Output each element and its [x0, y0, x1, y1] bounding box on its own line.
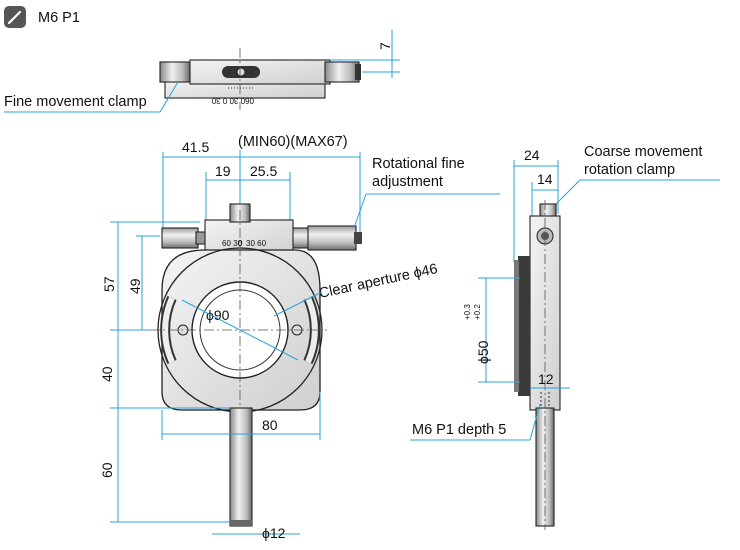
post	[229, 407, 253, 527]
top-view-right-knob	[324, 61, 360, 83]
top-view-left-knob	[159, 61, 191, 83]
right-knob-collar	[291, 227, 311, 249]
coarse-clamp-leader	[551, 179, 581, 209]
fine-clamp-leader	[159, 81, 179, 113]
scale-right: 30 60	[246, 239, 267, 248]
top-view: 060 30 0 30 7	[159, 30, 400, 110]
dim-7-text: 7	[377, 42, 393, 50]
dim-49-text: 49	[127, 278, 143, 294]
top-view-scale-text: 060 30 0 30	[211, 96, 254, 105]
side-ring-lip	[514, 260, 519, 392]
side-ring-dark	[518, 256, 530, 396]
clear-aperture-leader	[273, 291, 323, 317]
dim-57-text: 57	[101, 276, 117, 292]
scale-left: 60 30	[222, 239, 243, 248]
dim-14-text: 14	[537, 171, 553, 187]
pencil-icon-glyph	[7, 10, 22, 25]
dim-40-text: 40	[99, 366, 115, 382]
front-view: (MIN60)(MAX67) 41.5 19 25.5 60 30 0 30 6…	[99, 134, 500, 541]
top-view-screw	[236, 67, 246, 77]
fine-clamp-label: Fine movement clamp	[4, 94, 147, 110]
side-view: 24 14 Coarse movement rotation clamp ϕ50…	[410, 144, 720, 530]
dim-24-text: 24	[524, 147, 540, 163]
left-clamp-knob	[161, 227, 199, 249]
dim-12-side-text: 12	[538, 371, 554, 387]
right-knob-tip	[354, 232, 362, 244]
dim-50-tol-lower: +0.2	[473, 304, 482, 320]
scale-center: 0	[238, 239, 243, 248]
top-view-knob-tip	[355, 64, 361, 80]
rot-fine-label-1: Rotational fine	[372, 156, 465, 172]
dim-19-text: 19	[215, 163, 231, 179]
dim-25-5-text: 25.5	[250, 163, 277, 179]
m6-depth-label: M6 P1 depth 5	[412, 422, 506, 438]
dim-90-line	[181, 299, 299, 361]
dim-90-text: ϕ90	[206, 307, 230, 323]
rot-fine-leader	[353, 193, 367, 229]
dim-80-text: 80	[262, 417, 278, 433]
coarse-clamp-label-2: rotation clamp	[584, 162, 675, 178]
dim-50-text: ϕ50	[475, 340, 491, 364]
fine-clamp-callout: Fine movement clamp	[4, 81, 179, 113]
rot-fine-label-2: adjustment	[372, 174, 443, 190]
dim-12-text: ϕ12	[262, 525, 286, 541]
left-arc-slot-inner	[162, 296, 175, 364]
min-max-label: (MIN60)(MAX67)	[238, 134, 348, 150]
coarse-clamp-label-1: Coarse movement	[584, 144, 702, 160]
dim-41-5-text: 41.5	[182, 139, 209, 155]
page-title: M6 P1	[38, 10, 80, 26]
post-end	[230, 520, 252, 526]
header: M6 P1	[4, 6, 80, 28]
right-fine-knob	[307, 225, 357, 251]
dim-50-tol-upper: +0.3	[463, 304, 472, 320]
dim-60-text: 60	[99, 462, 115, 478]
clear-aperture-label: Clear aperture ϕ46	[318, 261, 440, 302]
m6-depth-leader	[529, 403, 541, 441]
